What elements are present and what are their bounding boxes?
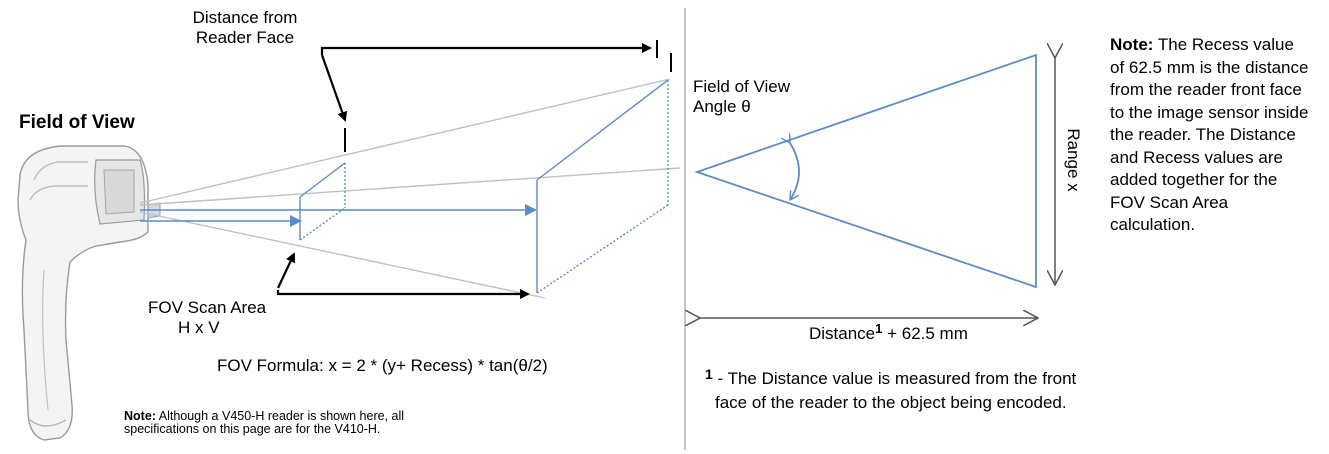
range-x-label: Range x <box>1064 128 1083 192</box>
distance-footnote: 1 - The Distance value is measured from … <box>705 366 1077 412</box>
distance-arrows <box>140 204 537 227</box>
scanner-icon <box>17 145 161 441</box>
note-reader-model: Note: Although a V450-H reader is shown … <box>124 409 405 436</box>
distance-tick-marks <box>344 40 672 152</box>
fov-scan-area-label: FOV Scan Area H x V <box>148 298 267 338</box>
fov-projection-lines <box>139 78 681 299</box>
distance-recess-label: Distance1 + 62.5 mm <box>809 321 968 343</box>
fov-angle-triangle <box>694 53 1037 289</box>
fov-formula: FOV Formula: x = 2 * (y+ Recess) * tan(θ… <box>217 356 548 375</box>
field-of-view-heading: Field of View <box>19 112 135 133</box>
near-scan-area-box <box>299 162 346 241</box>
far-scan-area-box <box>536 79 669 294</box>
distance-from-reader-face-label: Distance from Reader Face <box>192 8 298 48</box>
scan-area-callout-arrows <box>276 252 530 299</box>
distance-callout-arrows <box>320 43 652 122</box>
field-of-view-angle-label: Field of View Angle θ <box>693 77 791 117</box>
note-recess: Note: The Recess value of 62.5 mm is the… <box>1110 35 1309 234</box>
